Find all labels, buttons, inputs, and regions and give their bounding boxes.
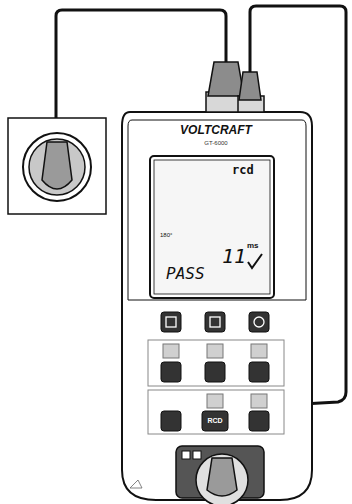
phase-angle: 180° xyxy=(160,232,172,238)
check-mark xyxy=(248,254,262,268)
trip-time: 11 xyxy=(222,246,246,266)
button-panel xyxy=(148,340,284,434)
tester-housing xyxy=(122,112,312,500)
socket-face xyxy=(196,454,248,504)
indicator-lamp xyxy=(193,451,201,459)
lcd-screen xyxy=(154,160,270,294)
connector-plug xyxy=(239,72,261,100)
button-row xyxy=(161,312,269,332)
indicator-lamp xyxy=(182,451,190,459)
plug xyxy=(207,458,237,496)
brand-name: VOLTCRAFT xyxy=(180,124,252,136)
wall-socket xyxy=(8,118,106,214)
mode-readout: rcd xyxy=(232,164,254,176)
connector-plug xyxy=(208,62,244,96)
plug xyxy=(42,142,72,189)
warning-symbol xyxy=(130,480,142,488)
button-row xyxy=(161,362,269,431)
socket-recess xyxy=(29,139,85,195)
model-number: GT-6000 xyxy=(204,140,227,146)
lcd-frame xyxy=(150,156,274,298)
button-label: RCD xyxy=(207,417,222,424)
socket-face xyxy=(23,133,91,201)
result-readout: PASS xyxy=(166,266,205,282)
time-unit: ms xyxy=(247,242,259,250)
housing-edge xyxy=(128,120,306,300)
